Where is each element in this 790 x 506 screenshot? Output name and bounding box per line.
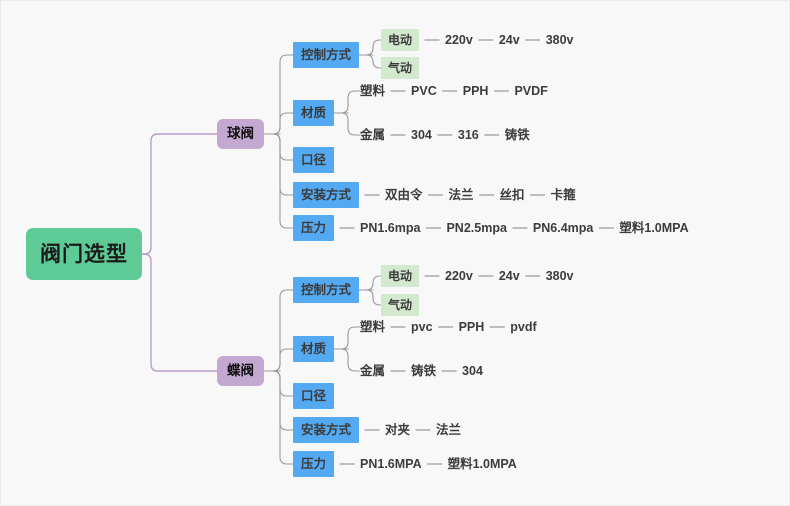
attr-node-0-3[interactable]: 安装方式 bbox=[293, 182, 360, 208]
leaf-0-1-0-2[interactable]: PVDF bbox=[514, 83, 548, 98]
branch-node-1[interactable]: 蝶阀 bbox=[217, 356, 264, 386]
leaf-0-3-3[interactable]: 卡箍 bbox=[550, 187, 576, 202]
leaf-0-4-3[interactable]: 塑料1.0MPA bbox=[619, 220, 689, 235]
leaf-1-1-0-1[interactable]: PPH bbox=[458, 319, 485, 334]
leaf-0-1-1-0[interactable]: 304 bbox=[411, 127, 432, 142]
attr-node-1-4[interactable]: 压力 bbox=[293, 451, 335, 477]
attr-node-1-0[interactable]: 控制方式 bbox=[293, 277, 360, 303]
leaf-0-4-1[interactable]: PN2.5mpa bbox=[446, 220, 507, 235]
attr-node-1-1[interactable]: 材质 bbox=[293, 336, 335, 362]
leaf-1-0-0-0[interactable]: 220v bbox=[445, 268, 473, 283]
attr-node-0-0[interactable]: 控制方式 bbox=[293, 42, 360, 68]
leaf-0-3-0[interactable]: 双由令 bbox=[385, 187, 423, 202]
leaf-1-0-0-1[interactable]: 24v bbox=[498, 268, 520, 283]
mode-node-1-0[interactable]: 电动 bbox=[381, 265, 420, 287]
leaf-1-3-1[interactable]: 法兰 bbox=[436, 422, 462, 437]
leaf-1-1-1-1[interactable]: 304 bbox=[462, 363, 483, 378]
leaf-1-4-1[interactable]: 塑料1.0MPA bbox=[447, 456, 517, 471]
leaf-0-1-0-0[interactable]: PVC bbox=[411, 83, 437, 98]
leaf-0-0-0-1[interactable]: 24v bbox=[498, 32, 520, 47]
attr-node-0-2[interactable]: 口径 bbox=[293, 147, 335, 173]
leaf-0-1-1-1[interactable]: 316 bbox=[457, 127, 479, 142]
leaf-1-0-0-2[interactable]: 380v bbox=[545, 268, 574, 283]
leaf-0-3-2[interactable]: 丝扣 bbox=[499, 187, 525, 202]
attr-node-1-3[interactable]: 安装方式 bbox=[293, 417, 360, 443]
attr-node-0-1[interactable]: 材质 bbox=[293, 100, 335, 126]
leaf-1-1-1-0[interactable]: 铸铁 bbox=[411, 363, 437, 378]
mode-node-1-1[interactable]: 气动 bbox=[381, 294, 420, 316]
attr-node-0-4[interactable]: 压力 bbox=[293, 215, 335, 241]
leaf-0-1-1-2[interactable]: 铸铁 bbox=[504, 127, 530, 142]
material-group-1-0[interactable]: 塑料 bbox=[360, 319, 386, 334]
root-node[interactable]: 阀门选型 bbox=[26, 228, 142, 280]
leaf-0-0-0-0[interactable]: 220v bbox=[445, 32, 473, 47]
mode-node-0-1[interactable]: 气动 bbox=[381, 57, 420, 79]
material-group-1-1[interactable]: 金属 bbox=[360, 363, 386, 378]
leaf-1-1-0-0[interactable]: pvc bbox=[411, 319, 433, 334]
mode-node-0-0[interactable]: 电动 bbox=[381, 29, 420, 51]
leaf-1-1-0-2[interactable]: pvdf bbox=[510, 319, 537, 334]
leaf-0-4-2[interactable]: PN6.4mpa bbox=[532, 220, 594, 235]
material-group-0-0[interactable]: 塑料 bbox=[360, 83, 386, 98]
leaf-1-4-0[interactable]: PN1.6MPA bbox=[360, 456, 422, 471]
branch-node-0[interactable]: 球阀 bbox=[217, 119, 264, 149]
leaf-1-3-0[interactable]: 对夹 bbox=[385, 422, 411, 437]
leaf-0-1-0-1[interactable]: PPH bbox=[462, 83, 489, 98]
leaf-0-3-1[interactable]: 法兰 bbox=[448, 187, 474, 202]
leaf-0-4-0[interactable]: PN1.6mpa bbox=[360, 220, 421, 235]
material-group-0-1[interactable]: 金属 bbox=[360, 127, 386, 142]
attr-node-1-2[interactable]: 口径 bbox=[293, 383, 335, 409]
leaf-0-0-0-2[interactable]: 380v bbox=[545, 32, 574, 47]
